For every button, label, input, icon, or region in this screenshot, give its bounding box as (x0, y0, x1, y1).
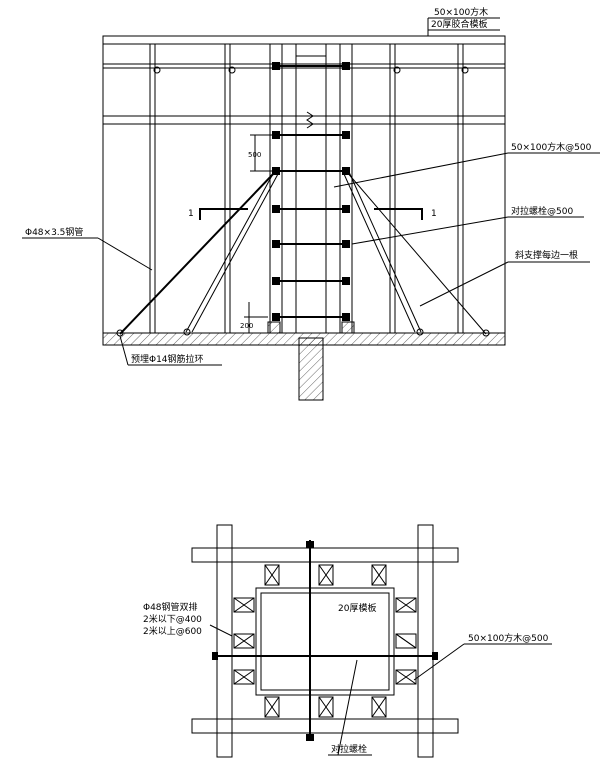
label-plan-tie-bolt: 对拉螺栓 (328, 659, 372, 756)
label-tie-bolt: 对拉螺栓@500 (351, 205, 584, 245)
pipe-right (417, 524, 434, 758)
svg-text:50×100方木@500: 50×100方木@500 (468, 632, 549, 644)
vertical-pipes (149, 44, 464, 333)
bolt-ends (212, 541, 438, 741)
label-steel-double: Φ48钢管双排 2米以下@400 2米以上@600 (143, 601, 233, 637)
base-block-left (267, 321, 281, 334)
svg-text:斜支撑每边一根: 斜支撑每边一根 (515, 249, 578, 261)
label-plywood: 20厚模板 (338, 602, 376, 614)
svg-text:对拉螺栓@500: 对拉螺栓@500 (511, 205, 573, 217)
base-block-right (341, 321, 355, 334)
svg-text:预埋Φ14钢筋拉环: 预埋Φ14钢筋拉环 (131, 353, 204, 365)
svg-text:50×100方木: 50×100方木 (434, 6, 488, 18)
svg-text:Φ48钢管双排: Φ48钢管双排 (143, 601, 198, 613)
svg-text:对拉螺栓: 对拉螺栓 (331, 743, 367, 755)
label-top-timber: 50×100方木 20厚胶合模板 (427, 6, 500, 36)
pipe-clamps (153, 66, 469, 74)
label-plan-timber: 50×100方木@500 (413, 632, 552, 681)
label-embedded-ring: 预埋Φ14钢筋拉环 (119, 335, 222, 366)
break-symbol (306, 111, 314, 129)
dimension-200: 200 (240, 302, 268, 333)
svg-text:50×100方木@500: 50×100方木@500 (511, 141, 592, 153)
svg-text:500: 500 (248, 151, 261, 159)
label-brace: 斜支撑每边一根 (419, 249, 590, 307)
column-stub (298, 337, 324, 401)
svg-text:200: 200 (240, 322, 253, 330)
section-mark-right: 1 (374, 208, 437, 220)
svg-text:2米以上@600: 2米以上@600 (143, 625, 202, 637)
outer-frame (102, 35, 506, 334)
dimension-500: 500 (248, 134, 272, 172)
elevation-view: 1 1 500 200 50×100方木 20厚胶合模板 (22, 6, 600, 401)
svg-text:1: 1 (431, 209, 437, 219)
svg-text:20厚胶合模板: 20厚胶合模板 (431, 18, 487, 30)
label-side-timber: 50×100方木@500 (333, 141, 600, 188)
svg-text:2米以下@400: 2米以下@400 (143, 613, 202, 625)
label-steel-pipe: Φ48×3.5钢管 (22, 226, 153, 271)
svg-text:1: 1 (188, 209, 194, 219)
pipe-left (216, 524, 233, 758)
timber-blocks (233, 564, 417, 718)
plan-view: 20厚模板 Φ48钢管双排 2米以下@400 2米以上@600 50×100方木… (143, 524, 552, 758)
plywood-outer (255, 587, 395, 696)
diagonal-braces (116, 170, 490, 337)
tie-bolts (272, 62, 350, 321)
plywood-inner (260, 592, 390, 691)
svg-text:Φ48×3.5钢管: Φ48×3.5钢管 (25, 226, 83, 238)
section-mark-left: 1 (188, 208, 248, 220)
